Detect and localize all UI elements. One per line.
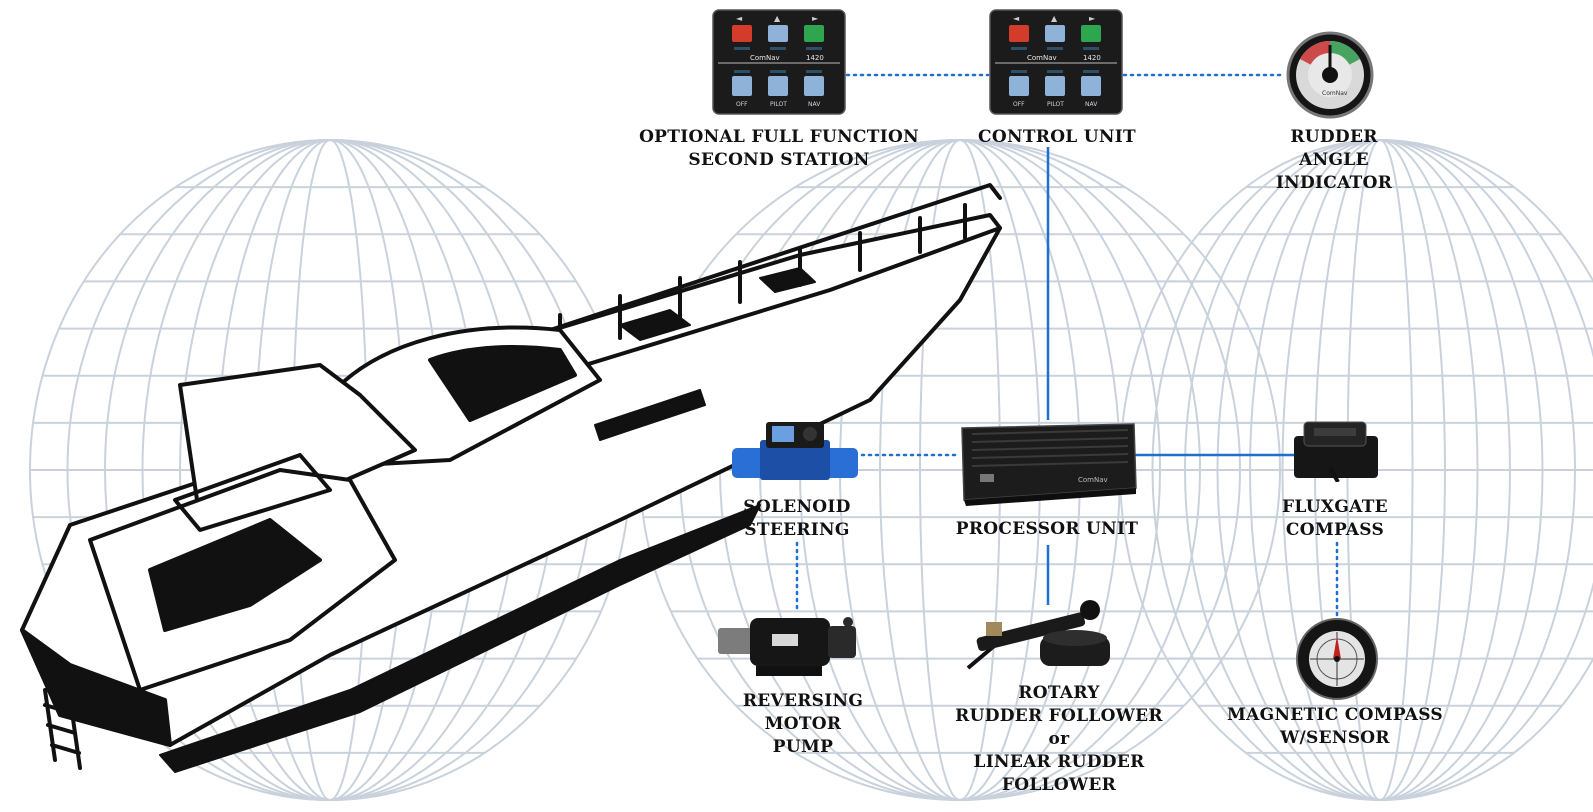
processor-unit: ComNav	[961, 423, 1137, 506]
label-line: LINEAR RUDDER	[973, 752, 1145, 772]
magnetic-compass-label: MAGNETIC COMPASS W/SENSOR	[1227, 704, 1443, 750]
control-unit-panel: ◄ ▲ ► ComNav 1420 OFF PILOT NAV	[989, 9, 1123, 115]
svg-text:▲: ▲	[1051, 14, 1058, 23]
nav-button-label: NAV	[808, 101, 821, 108]
label-line: FLUXGATE	[1282, 497, 1388, 517]
control-unit-label: CONTROL UNIT	[978, 126, 1136, 149]
label-line: ROTARY	[1018, 683, 1100, 703]
rudder-follower-icon	[966, 600, 1110, 670]
off-button-label: OFF	[1013, 101, 1025, 108]
fluxgate-compass-label: FLUXGATE COMPASS	[1282, 496, 1388, 542]
magnetic-compass	[1296, 618, 1378, 700]
solenoid-valve	[732, 422, 858, 480]
second-station-label: OPTIONAL FULL FUNCTION SECOND STATION	[639, 126, 919, 172]
gauge-icon: ComNav	[1286, 31, 1374, 119]
panel-brand-text: ComNav	[1027, 54, 1057, 62]
motor-pump-icon	[718, 617, 856, 676]
fluxgate-sensor-icon	[1294, 421, 1378, 482]
label-line: FOLLOWER	[1001, 775, 1117, 795]
svg-text:ComNav: ComNav	[1078, 476, 1108, 484]
label-line: CONTROL UNIT	[978, 127, 1136, 147]
label-line: ANGLE	[1299, 150, 1369, 170]
label-line: OPTIONAL FULL FUNCTION	[639, 127, 919, 147]
label-line: COMPASS	[1285, 520, 1385, 540]
svg-text:ComNav: ComNav	[1322, 90, 1348, 97]
label-line: MOTOR	[764, 714, 842, 734]
rudder-angle-indicator-label: RUDDER ANGLE INDICATOR	[1276, 126, 1392, 195]
label-line: INDICATOR	[1275, 173, 1393, 193]
label-line: REVERSING	[742, 691, 864, 711]
label-line: SOLENOID	[743, 497, 851, 517]
control-panel-icon: ◄ ▲ ► ComNav 1420 OFF PILOT NAV	[989, 9, 1123, 115]
label-line: PUMP	[772, 737, 834, 757]
compass-icon	[1296, 618, 1378, 700]
nav-button-label: NAV	[1085, 101, 1098, 108]
label-line: STEERING	[744, 520, 850, 540]
panel-model-text: 1420	[806, 54, 824, 62]
off-button-label: OFF	[736, 101, 748, 108]
label-line: W/SENSOR	[1280, 728, 1390, 748]
second-station-panel: ◄ ▲ ► ComNav 1420 OFF PILOT NAV	[712, 9, 846, 115]
rudder-angle-gauge: ComNav	[1286, 31, 1374, 119]
panel-brand-text: ComNav	[750, 54, 780, 62]
processor-box-icon: ComNav	[961, 423, 1137, 506]
reversing-motor-pump	[718, 617, 856, 676]
processor-unit-label: PROCESSOR UNIT	[956, 518, 1138, 541]
svg-text:►: ►	[1089, 14, 1096, 23]
panel-model-text: 1420	[1083, 54, 1101, 62]
label-line: PROCESSOR UNIT	[955, 519, 1139, 539]
control-panel-icon: ◄ ▲ ► ComNav 1420 OFF PILOT NAV	[712, 9, 846, 115]
label-line: RUDDER FOLLOWER	[955, 706, 1163, 726]
svg-text:◄: ◄	[1013, 14, 1020, 23]
pilot-button-label: PILOT	[1047, 101, 1064, 108]
fluxgate-compass	[1294, 421, 1378, 482]
svg-text:►: ►	[812, 14, 819, 23]
solenoid-valve-icon	[732, 422, 858, 480]
solenoid-steering-label: SOLENOID STEERING	[743, 496, 850, 542]
reversing-motor-pump-label: REVERSING MOTOR PUMP	[743, 690, 863, 759]
label-line: SECOND STATION	[688, 150, 870, 170]
label-line: MAGNETIC COMPASS	[1227, 705, 1443, 725]
svg-text:◄: ◄	[736, 14, 743, 23]
label-line: or	[1048, 729, 1070, 749]
rudder-follower	[966, 600, 1110, 670]
label-line: RUDDER	[1290, 127, 1378, 147]
pilot-button-label: PILOT	[770, 101, 787, 108]
svg-text:▲: ▲	[774, 14, 781, 23]
